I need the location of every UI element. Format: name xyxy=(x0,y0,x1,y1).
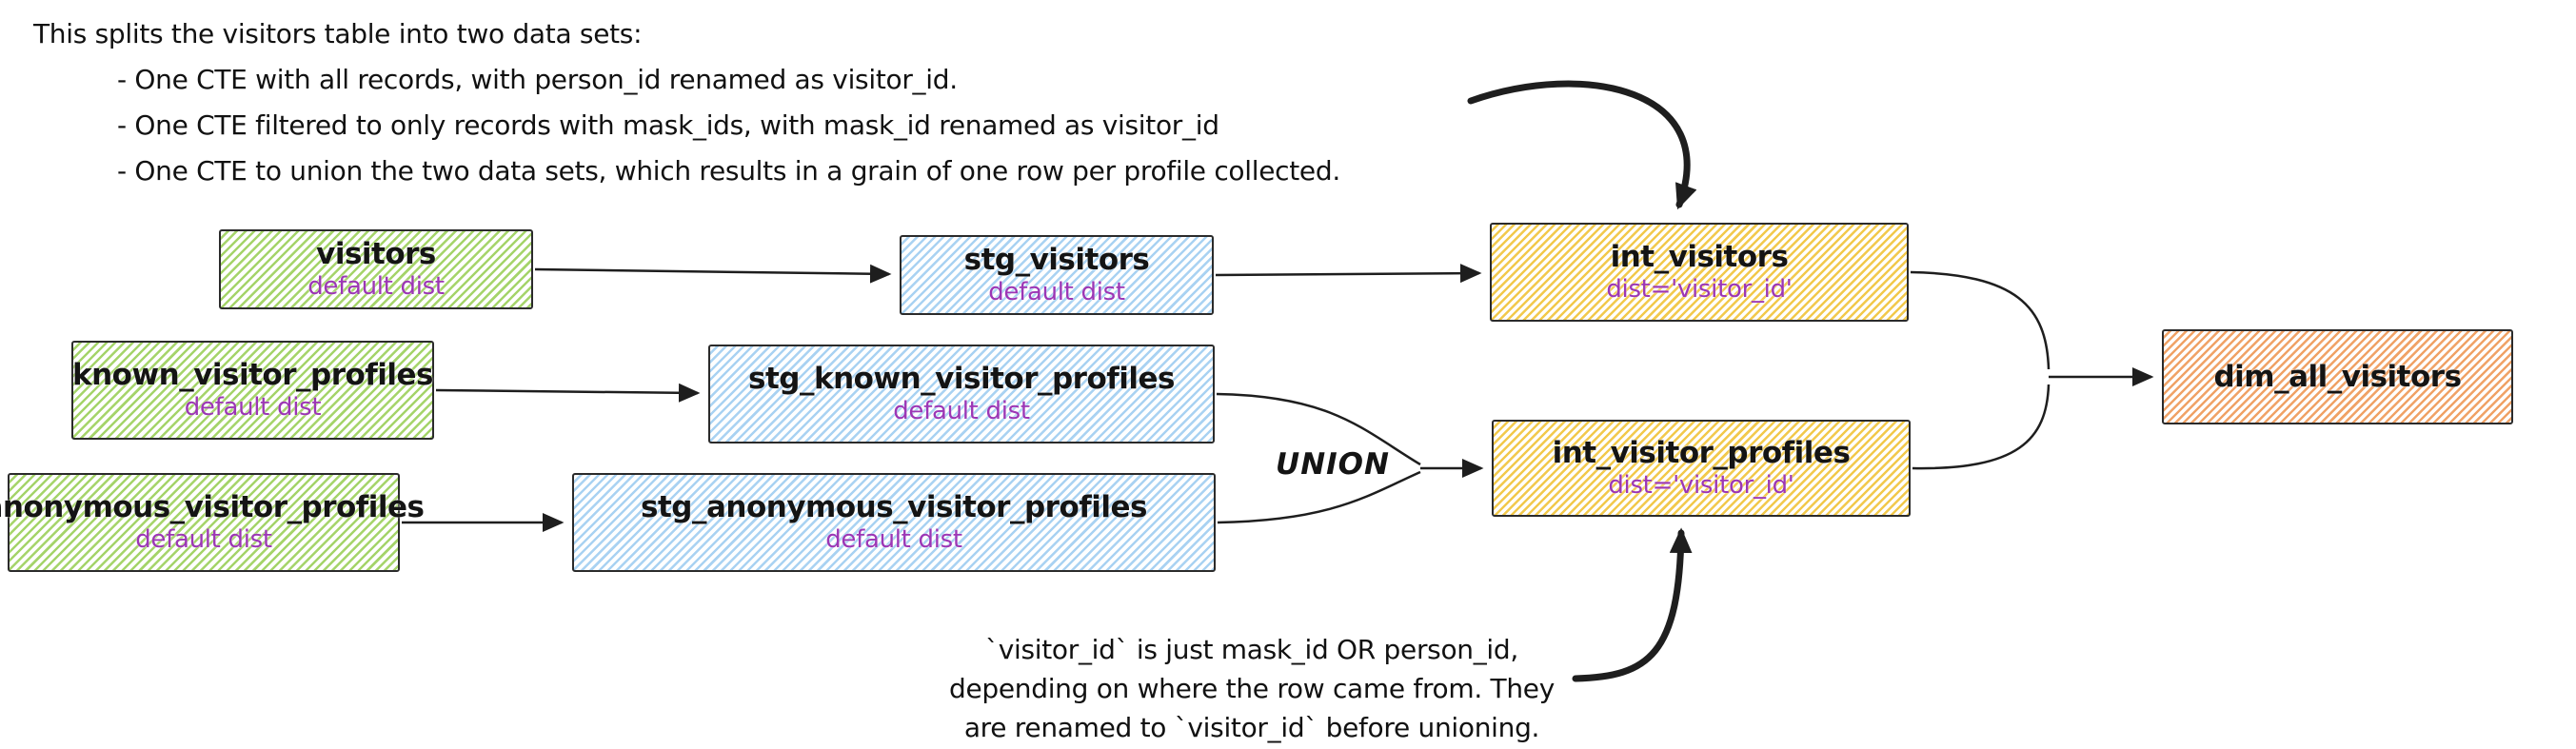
union-label: UNION xyxy=(1276,447,1390,482)
node-stg-anonymous-visitor-profiles-subtitle: default dist xyxy=(825,525,962,555)
visitor-id-note-line-3: are renamed to `visitor_id` before union… xyxy=(963,712,1540,743)
node-int-visitor-profiles[interactable]: int_visitor_profiles dist='visitor_id' xyxy=(1492,420,1911,517)
top-note: This splits the visitors table into two … xyxy=(33,11,1340,194)
curve-int-visitor-profiles-to-merge xyxy=(1912,384,2051,470)
node-stg-anonymous-visitor-profiles-title: stg_anonymous_visitor_profiles xyxy=(641,490,1147,525)
node-visitors[interactable]: visitors default dist xyxy=(219,229,533,309)
node-known-visitor-profiles[interactable]: known_visitor_profiles default dist xyxy=(71,341,434,440)
node-dim-all-visitors-title: dim_all_visitors xyxy=(2213,359,2462,394)
node-stg-visitors-title: stg_visitors xyxy=(963,243,1150,278)
node-known-visitor-profiles-subtitle: default dist xyxy=(184,393,322,423)
arrow-stg-visitors-to-int-visitors xyxy=(1215,264,1482,284)
annotation-arrow-top-note-to-int-visitors xyxy=(1467,80,1697,210)
arrow-known-to-stg-known xyxy=(435,383,701,403)
node-stg-known-visitor-profiles[interactable]: stg_known_visitor_profiles default dist xyxy=(708,345,1215,443)
node-int-visitor-profiles-subtitle: dist='visitor_id' xyxy=(1608,471,1794,501)
top-note-intro: This splits the visitors table into two … xyxy=(33,18,643,49)
visitor-id-note: `visitor_id` is just mask_id OR person_i… xyxy=(909,630,1595,747)
node-int-visitor-profiles-title: int_visitor_profiles xyxy=(1552,436,1851,471)
top-note-bullet-1: - One CTE with all records, with person_… xyxy=(117,64,958,95)
node-visitors-subtitle: default dist xyxy=(307,272,445,302)
curve-int-visitors-to-merge xyxy=(1910,270,2051,370)
arrow-visitors-to-stg-visitors xyxy=(534,264,892,284)
node-int-visitors-title: int_visitors xyxy=(1610,240,1789,275)
top-note-bullet-2: - One CTE filtered to only records with … xyxy=(117,109,1219,141)
node-int-visitors-subtitle: dist='visitor_id' xyxy=(1606,275,1793,305)
node-stg-visitors[interactable]: stg_visitors default dist xyxy=(900,235,1214,315)
node-stg-anonymous-visitor-profiles[interactable]: stg_anonymous_visitor_profiles default d… xyxy=(572,473,1216,572)
visitor-id-note-line-1: `visitor_id` is just mask_id OR person_i… xyxy=(985,634,1518,665)
node-stg-known-visitor-profiles-title: stg_known_visitor_profiles xyxy=(748,362,1175,397)
node-anonymous-visitor-profiles-subtitle: default dist xyxy=(135,525,272,555)
node-stg-known-visitor-profiles-subtitle: default dist xyxy=(893,397,1030,426)
top-note-bullet-3: - One CTE to union the two data sets, wh… xyxy=(117,155,1340,187)
node-visitors-title: visitors xyxy=(316,237,436,272)
node-dim-all-visitors[interactable]: dim_all_visitors xyxy=(2162,329,2513,424)
node-anonymous-visitor-profiles[interactable]: anonymous_visitor_profiles default dist xyxy=(0,473,425,572)
node-stg-visitors-subtitle: default dist xyxy=(988,278,1125,307)
node-int-visitors[interactable]: int_visitors dist='visitor_id' xyxy=(1490,223,1909,322)
node-anonymous-visitor-profiles-title: anonymous_visitor_profiles xyxy=(0,490,425,525)
node-known-visitor-profiles-title: known_visitor_profiles xyxy=(72,358,434,393)
visitor-id-note-line-2: depending on where the row came from. Th… xyxy=(948,673,1556,704)
